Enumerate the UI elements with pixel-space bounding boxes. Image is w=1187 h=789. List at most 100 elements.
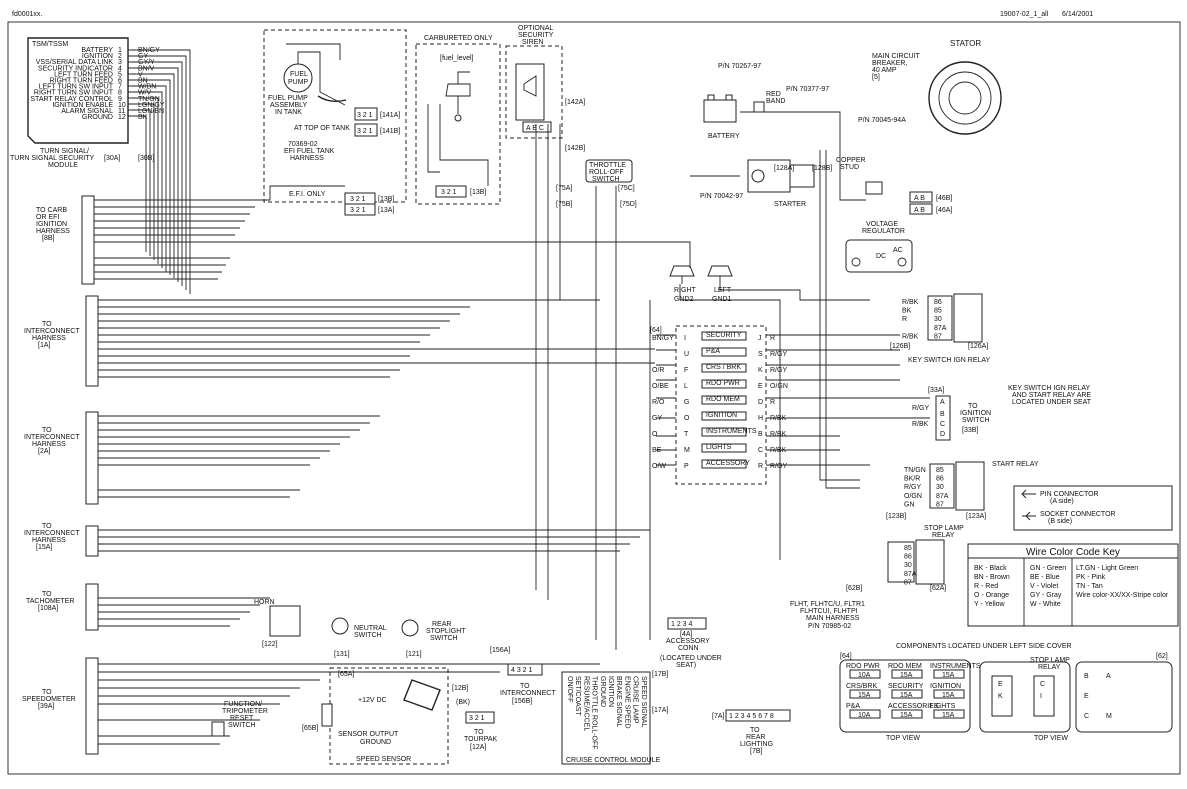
tsm-caption: MODULE	[48, 162, 78, 169]
pin-numbers: 3 2 1	[350, 196, 366, 203]
components-relay-title: STOP LAMP	[1030, 657, 1070, 664]
fuse-name: SECURITY	[706, 332, 742, 339]
regulator-label: REGULATOR	[862, 228, 905, 235]
ground-points: RIGHT GND2 LEFT GND1	[669, 265, 733, 303]
fuse-body	[701, 363, 747, 373]
fuel-harness-label: HARNESS	[290, 155, 324, 162]
tsm-pin-number: 9	[118, 96, 122, 103]
mainharness-label: FLHTCUI, FLHTPI	[800, 608, 858, 615]
tsm-pin-wire: TN/GN	[138, 96, 160, 103]
accessory-label: SEAT)	[676, 662, 696, 669]
cruise-pin-label: IGNITION	[607, 676, 614, 707]
redband-label: BAND	[766, 98, 785, 105]
side-fuse-body	[891, 669, 923, 679]
relay-pin: 87A	[934, 325, 947, 332]
rearstop-label: REAR	[432, 621, 451, 628]
relay-pin: K	[998, 693, 1003, 700]
fuse-pin-left: L	[684, 383, 688, 390]
ground-right-label: RIGHT	[674, 287, 697, 294]
fuse-name: IGNITION	[706, 412, 737, 419]
rearlight-label: TO	[750, 727, 760, 734]
side-fuse-body	[849, 669, 881, 679]
rearlight-conn-7a: [7A]	[712, 713, 725, 720]
siren-conn-b: [142B]	[565, 145, 585, 152]
fuse-name: ACCESSORY	[706, 460, 750, 467]
fuse-pin-right: H	[758, 415, 763, 422]
pin-numbers: 1 2 3 4 5 6 7 8	[729, 713, 774, 720]
stop-lamp-label: STOP LAMP	[924, 525, 964, 532]
relay-pin: 86	[936, 476, 944, 483]
carbureted-only-box: CARBURETED ONLY [fuel_level] 3 2 1 [13B]	[415, 35, 501, 205]
tourpak-name: TOURPAK	[464, 736, 498, 743]
pin-numbers: 3 2 1	[350, 207, 366, 214]
tsm-pin-label: SECURITY INDICATOR	[38, 65, 113, 72]
colorkey-entry: PK - Pink	[1076, 574, 1106, 581]
relay-pin: M	[1106, 713, 1112, 720]
fuel-harness-label: EFI FUEL TANK	[284, 148, 335, 155]
tsm-pin-number: 5	[118, 71, 122, 78]
rearlight-label: REAR	[746, 734, 765, 741]
cruise-pin-label: SPEED SIGNAL	[640, 676, 647, 727]
side-fuse-amp: 15A	[858, 692, 871, 699]
side-fuse-amp: 10A	[858, 672, 871, 679]
fuse-block-conn: [64]	[650, 327, 662, 334]
voltage-regulator: VOLTAGE REGULATOR DC AC	[845, 221, 913, 273]
relay-wire: R/BK	[902, 299, 919, 306]
tripometer-switch: FUNCTION/ TRIPOMETER RESET SWITCH	[211, 701, 268, 737]
fuse-wire-left: BN/GY	[652, 335, 674, 342]
tsm-pin-number: 8	[118, 90, 122, 97]
ignsw-wire: R/GY	[912, 405, 929, 412]
header-doc: 19007-02_1_all	[1000, 11, 1049, 18]
harness-title: INTERCONNECT	[24, 328, 80, 335]
fuse-pin-right: S	[758, 351, 763, 358]
harness-title: TO	[42, 321, 52, 328]
relay-pin: 86	[934, 299, 942, 306]
harness-title: HARNESS	[36, 228, 70, 235]
legend-socket-sub: (B side)	[1048, 518, 1072, 525]
speed-label: SPEED SENSOR	[356, 756, 411, 763]
horn-conn: [122]	[262, 641, 278, 648]
fuse-pin-left: U	[684, 351, 689, 358]
fuse-pin-right: K	[758, 367, 763, 374]
rearstop-label: SWITCH	[430, 635, 458, 642]
cruise-pin-label: SET/COAST	[574, 676, 581, 716]
ignsw-note: KEY SWITCH IGN RELAY	[1008, 385, 1091, 392]
tourpak-conn-12a: [12A]	[470, 744, 486, 751]
fuse-pin-right: J	[758, 335, 762, 342]
fuse-wire-right: R	[770, 399, 775, 406]
colorkey-entry: TN - Tan	[1076, 583, 1103, 590]
speed-gnd: GROUND	[360, 739, 391, 746]
side-fuse-amp: 15A	[900, 672, 913, 679]
fuse-pin-left: M	[684, 447, 690, 454]
harness-title: OR EFI	[36, 214, 59, 221]
fuse-wire-left: R/O	[652, 399, 665, 406]
fuse-name: CRS / BRK	[706, 364, 741, 371]
main-circuit-breaker: MAIN CIRCUIT BREAKER, 40 AMP [5]	[872, 53, 921, 81]
tsm-pin-wire: LGN/GY	[138, 102, 165, 109]
harness-title: [1A]	[38, 342, 51, 349]
speed-out: SENSOR OUTPUT	[338, 731, 399, 738]
relay-pin: 85	[936, 467, 944, 474]
throttle-conn: [75B]	[556, 201, 572, 208]
throttle-label: SWITCH	[592, 176, 620, 183]
cruise-pin-label: GROUND	[599, 676, 606, 707]
side-fuse-body	[933, 669, 965, 679]
tourpak-bk: (BK)	[456, 699, 470, 706]
relay-pin: E	[998, 681, 1003, 688]
main-harness-info: FLHT, FLHTC/U, FLTR1 FLHTCUI, FLHTPI MAI…	[790, 601, 865, 630]
tsm-pin-label: START RELAY CONTROL	[30, 96, 113, 103]
pin-numbers: 3 2 1	[441, 189, 457, 196]
fuse-wire-right: R/GY	[770, 367, 787, 374]
side-fuse-amp: 15A	[942, 692, 955, 699]
ignsw-pins: B	[940, 411, 945, 418]
rear-stoplight-switch: REAR STOPLIGHT SWITCH [121]	[401, 619, 466, 658]
legend-socket: SOCKET CONNECTOR	[1040, 511, 1116, 518]
fuel-conn-13a: [13A]	[378, 207, 394, 214]
fuse-name: RDO MEM	[706, 396, 740, 403]
rearlight-label: LIGHTING	[740, 741, 773, 748]
tsm-pin-number: 4	[118, 65, 122, 72]
connector-legend: PIN CONNECTOR (A side) SOCKET CONNECTOR …	[1013, 485, 1173, 531]
battery-starter: P/N 70267-97 BATTERY RED BAND P/N 70377-…	[700, 63, 906, 208]
fuse-wire-right: R/BK	[770, 415, 787, 422]
